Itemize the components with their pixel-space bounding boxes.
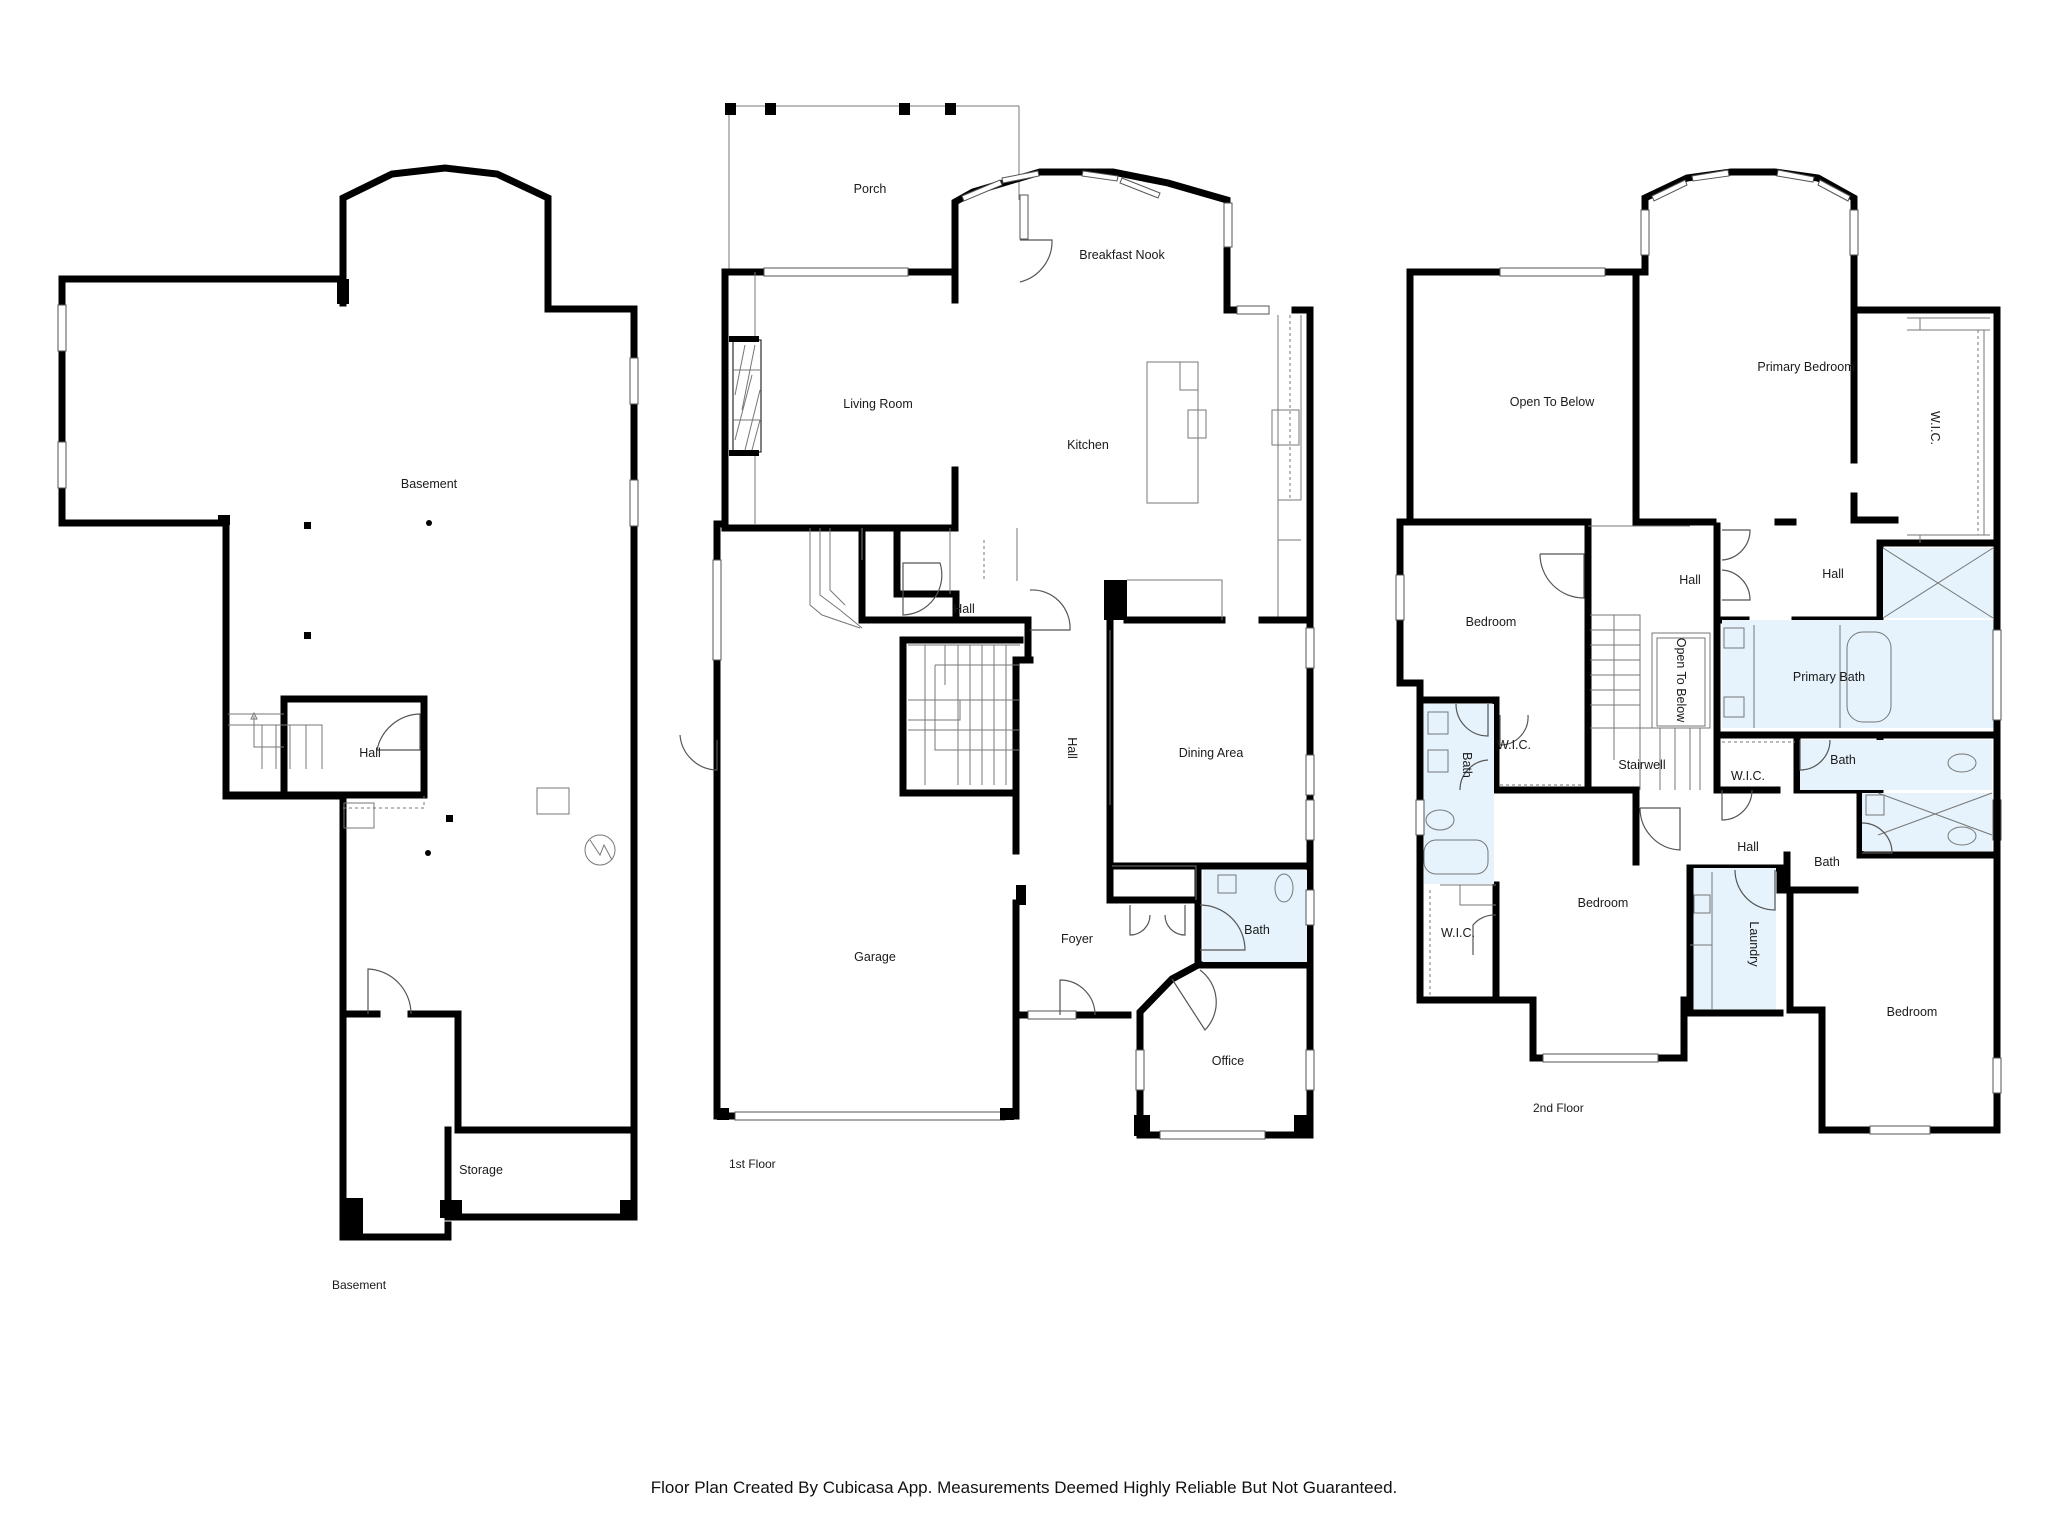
room-label-foyer: Foyer (1061, 932, 1093, 946)
room-label-living-room: Living Room (843, 397, 912, 411)
room-label-hall-right: Hall (1737, 840, 1759, 854)
room-label-wic-right: W.I.C. (1731, 769, 1765, 783)
room-label-first-hall-main: Hall (1065, 737, 1079, 759)
room-label-first-bath: Bath (1244, 923, 1270, 937)
first-floor-plan: Porch Breakfast Nook Living Room Kitchen… (679, 103, 1315, 1171)
floor-label-basement: Basement (332, 1278, 387, 1292)
floor-label-second: 2nd Floor (1533, 1101, 1584, 1115)
room-label-bedroom-1: Bedroom (1466, 615, 1517, 629)
room-label-bath-right-2: Bath (1814, 855, 1840, 869)
room-label-primary-bedroom: Primary Bedroom (1757, 360, 1854, 374)
room-label-primary-wic: W.I.C. (1928, 411, 1942, 445)
room-label-porch: Porch (854, 182, 887, 196)
disclaimer-footer: Floor Plan Created By Cubicasa App. Meas… (650, 1478, 1398, 1497)
room-label-basement: Basement (401, 477, 458, 491)
room-label-primary-hall: Hall (1822, 567, 1844, 581)
room-label-storage: Storage (459, 1163, 503, 1177)
room-label-bedroom-3: Bedroom (1887, 1005, 1938, 1019)
room-label-stairwell: Stairwell (1618, 758, 1665, 772)
room-label-dining-area: Dining Area (1179, 746, 1244, 760)
room-label-basement-hall: Hall (359, 746, 381, 760)
room-label-first-hall-small: Hall (953, 602, 975, 616)
room-label-breakfast-nook: Breakfast Nook (1079, 248, 1165, 262)
room-label-office: Office (1212, 1054, 1244, 1068)
room-label-wic-left-2: W.I.C. (1441, 926, 1475, 940)
room-label-bedroom-2: Bedroom (1578, 896, 1629, 910)
room-label-open-to-below: Open To Below (1510, 395, 1596, 409)
room-label-wic-left-1: W.I.C. (1497, 738, 1531, 752)
room-label-bath-right-1: Bath (1830, 753, 1856, 767)
room-label-bath-left: Bath (1460, 752, 1474, 778)
room-label-laundry: Laundry (1747, 921, 1761, 967)
room-label-kitchen: Kitchen (1067, 438, 1109, 452)
room-label-stair-open-to-below: Open To Below (1674, 638, 1688, 724)
floor-label-first: 1st Floor (729, 1157, 776, 1171)
room-label-upper-hall: Hall (1679, 573, 1701, 587)
basement-plan: Basement Hall Storage Basement (57, 164, 639, 1292)
room-label-garage: Garage (854, 950, 896, 964)
second-floor-plan: Open To Below Primary Bedroom W.I.C. Hal… (1395, 168, 2002, 1135)
room-label-primary-bath: Primary Bath (1793, 670, 1865, 684)
